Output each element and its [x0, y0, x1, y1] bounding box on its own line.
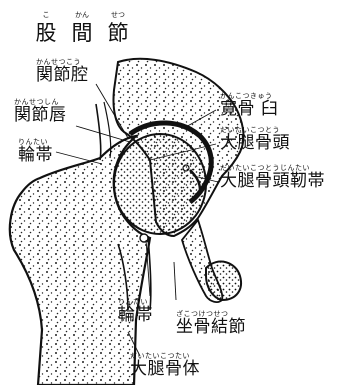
- label-acetabulum: かんこつきゅう 寛骨 臼: [220, 92, 278, 118]
- label-joint-cavity: かんせつこう 関節腔: [36, 58, 89, 84]
- title-char-2: 間: [64, 21, 100, 45]
- title-char-1: 股: [28, 21, 64, 45]
- femoral-head: [114, 134, 206, 234]
- label-text: 坐骨結節: [176, 318, 246, 336]
- label-ligament-of-head: だいたいこつとうじんたい 大腿骨頭靭帯: [220, 164, 325, 190]
- title-char-3: 節: [100, 21, 136, 45]
- label-text: 寛骨 臼: [220, 100, 278, 118]
- label-text: 輪帯: [118, 306, 153, 324]
- label-text: 大腿骨体: [130, 360, 200, 378]
- label-acetabular-labrum: かんせつしん 関節唇: [14, 98, 67, 124]
- label-text: 輪帯: [18, 146, 53, 164]
- title-ruby-1: こ: [28, 11, 64, 19]
- label-femur-body: だいたいこつたい 大腿骨体: [130, 352, 200, 378]
- title-ruby-2: かん: [64, 11, 100, 19]
- label-ischial-tuberosity: ざこつけつせつ 坐骨結節: [176, 310, 246, 336]
- label-text: 大腿骨頭靭帯: [220, 172, 325, 190]
- label-ring-ligament-lower: りんたい 輪帯: [118, 298, 153, 324]
- title-ruby-3: せつ: [100, 11, 136, 19]
- label-text: 関節腔: [36, 66, 89, 84]
- label-text: 大腿骨頭: [220, 134, 290, 152]
- label-ring-ligament-upper: りんたい 輪帯: [18, 138, 53, 164]
- label-text: 関節唇: [14, 106, 67, 124]
- diagram-title: こかんせつ 股間節: [28, 2, 136, 45]
- label-femoral-head: だいたいこつとう 大腿骨頭: [220, 126, 290, 152]
